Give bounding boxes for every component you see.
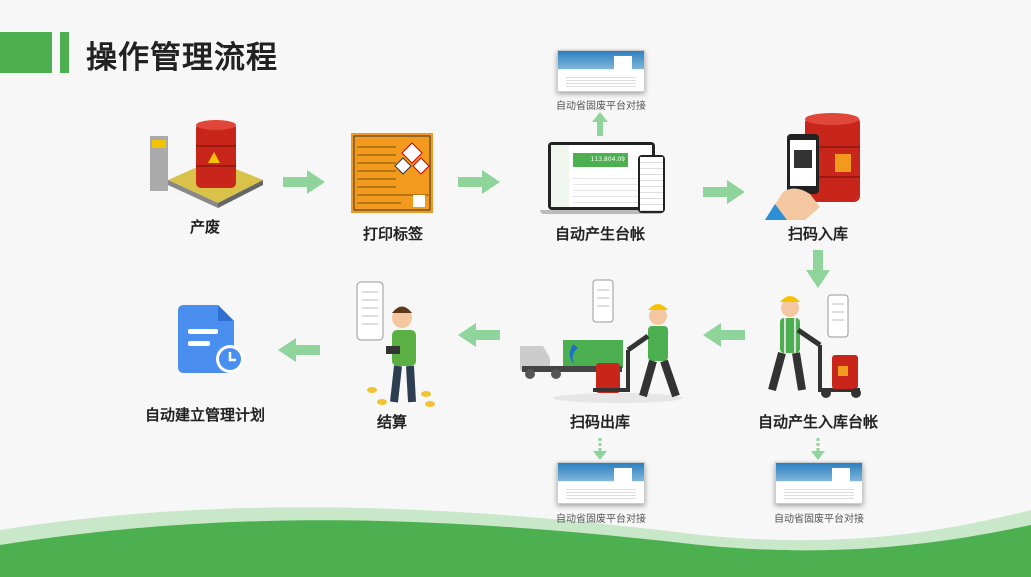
arrow-left-3 bbox=[278, 338, 320, 362]
step-settle-label: 结算 bbox=[376, 413, 408, 431]
truck-worker-icon bbox=[520, 279, 683, 403]
step-auto-plan-label: 自动建立管理计划 bbox=[144, 406, 266, 424]
platform-label-out: 自动省固废平台对接 bbox=[556, 514, 646, 525]
arrow-down bbox=[806, 250, 830, 288]
platform-screenshot-in bbox=[775, 462, 863, 504]
platform-screenshot-out bbox=[557, 462, 645, 504]
step-auto-ledger-label: 自动产生台帐 bbox=[554, 225, 646, 243]
header-accent-bar bbox=[60, 32, 69, 73]
step-auto-in-ledger-label: 自动产生入库台帐 bbox=[757, 413, 879, 431]
dashboard-phone bbox=[638, 155, 665, 213]
step-scan-in-label: 扫码入库 bbox=[787, 225, 849, 243]
hazard-label-icon bbox=[351, 133, 433, 213]
waste-barrel-scale-icon bbox=[150, 120, 263, 208]
step-waste-label: 产废 bbox=[189, 218, 221, 236]
worker-cart-icon bbox=[768, 294, 861, 398]
arrow-down-dashed-1 bbox=[593, 438, 607, 460]
bottom-wave bbox=[0, 507, 1031, 577]
platform-label-in: 自动省固废平台对接 bbox=[774, 514, 864, 525]
header-accent-block bbox=[0, 32, 52, 73]
laptop-base bbox=[540, 210, 663, 214]
page-title: 操作管理流程 bbox=[86, 40, 278, 76]
scan-barrel-phone-icon bbox=[765, 113, 860, 220]
platform-label-top: 自动省固废平台对接 bbox=[556, 101, 646, 112]
dashboard-laptop: 113,804.09 bbox=[548, 142, 655, 210]
arrow-up-small bbox=[592, 112, 608, 136]
arrow-left-2 bbox=[458, 323, 500, 347]
arrow-down-dashed-2 bbox=[811, 438, 825, 460]
arrow-left-1 bbox=[703, 323, 745, 347]
step-print-label-label: 打印标签 bbox=[362, 225, 424, 243]
plan-document-clock-icon bbox=[178, 305, 244, 373]
arrow-right-2 bbox=[458, 170, 500, 194]
step-scan-out-label: 扫码出库 bbox=[569, 413, 631, 431]
dashboard-amount: 113,804.09 bbox=[573, 153, 628, 167]
platform-screenshot-top bbox=[557, 50, 645, 92]
settlement-person-icon bbox=[356, 281, 435, 407]
arrow-right-1 bbox=[283, 170, 325, 194]
arrow-right-3 bbox=[703, 180, 745, 204]
